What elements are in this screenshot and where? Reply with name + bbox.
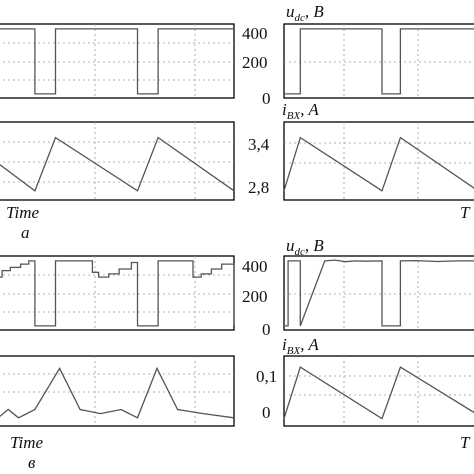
y-tick-label: 0 xyxy=(262,403,271,422)
x-axis-label-cut: T xyxy=(460,203,471,222)
subfigure-label: a xyxy=(21,223,30,242)
grid xyxy=(284,256,474,330)
panel-b-left-voltage xyxy=(0,255,235,331)
grid xyxy=(284,24,474,98)
subfigure-label: в xyxy=(28,453,36,472)
grid xyxy=(284,356,474,426)
voltage-trace xyxy=(284,28,474,95)
axes-frame xyxy=(0,121,235,201)
y-tick-label: 3,4 xyxy=(248,135,270,154)
current-trace xyxy=(283,136,474,192)
x-axis-label-cut: T xyxy=(460,433,471,452)
panel-b-left-current xyxy=(0,355,235,427)
y-tick-label: 400 xyxy=(242,257,268,276)
voltage-trace xyxy=(0,28,234,95)
axes-frame xyxy=(283,121,474,201)
y-axis-title: iBX, A xyxy=(282,335,319,357)
current-trace xyxy=(0,366,235,419)
current-trace xyxy=(283,366,474,420)
axes-frame xyxy=(283,255,474,331)
y-tick-label: 400 xyxy=(242,24,268,43)
panel-b-right-current: iBX, A 0,1 0 xyxy=(256,335,474,427)
axes-frame xyxy=(283,23,474,99)
axes-frame xyxy=(0,355,235,427)
voltage-trace xyxy=(284,259,474,327)
panel-a-right-voltage: udc, B 400 200 0 xyxy=(242,2,474,108)
y-axis-title: iBX, A xyxy=(282,100,319,122)
y-axis-title: udc, B xyxy=(286,2,324,24)
grid xyxy=(0,24,234,98)
x-axis-label: Time xyxy=(6,203,40,222)
y-axis-title: udc, B xyxy=(286,236,324,258)
grid xyxy=(0,256,234,330)
panel-a-left-voltage xyxy=(0,23,235,99)
axes-frame xyxy=(0,23,235,99)
grid xyxy=(284,122,474,200)
panel-a-left-current xyxy=(0,121,235,201)
axes-frame xyxy=(283,355,474,427)
x-axis-label: Time xyxy=(10,433,44,452)
grid xyxy=(0,356,234,426)
y-tick-label: 2,8 xyxy=(248,178,269,197)
y-tick-label: 0 xyxy=(262,89,271,108)
voltage-trace xyxy=(0,260,235,327)
panel-b-right-voltage: udc, B 400 200 0 xyxy=(242,236,474,339)
y-tick-label: 200 xyxy=(242,287,268,306)
y-tick-label: 0 xyxy=(262,320,271,339)
panel-a-right-current: iBX, A 3,4 2,8 xyxy=(248,100,474,201)
y-tick-label: 0,1 xyxy=(256,367,277,386)
grid xyxy=(0,122,234,200)
y-tick-label: 200 xyxy=(242,53,268,72)
current-trace xyxy=(0,136,235,192)
